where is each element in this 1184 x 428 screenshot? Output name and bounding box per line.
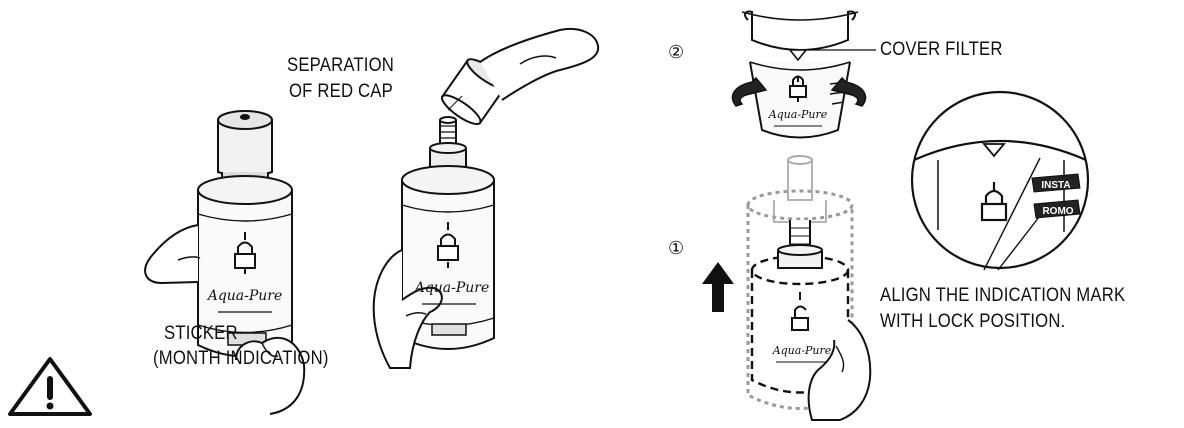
product-brand-text: Aqua-Pure <box>772 344 832 357</box>
product-brand-text: Aqua-Pure <box>206 288 283 304</box>
warning-triangle-icon <box>10 359 90 414</box>
sticker-label-line1: STICKER <box>164 322 238 345</box>
product-brand-text: Aqua-Pure <box>768 108 828 121</box>
figure-separate-red-cap <box>374 29 598 368</box>
install-tag-text: INSTA <box>1041 180 1070 191</box>
product-brand-text: Aqua-Pure <box>413 280 490 296</box>
remove-tag-text: ROMO <box>1042 206 1073 217</box>
align-label-line1: ALIGN THE INDICATION MARK <box>880 284 1125 307</box>
unlock-icon <box>792 307 808 331</box>
align-label-line2: WITH LOCK POSITION. <box>880 310 1065 333</box>
separation-label-line1: SEPARATION <box>287 54 394 77</box>
indication-triangle-icon <box>790 50 806 60</box>
cover-filter-label: COVER FILTER <box>880 38 1003 61</box>
figure-insert-filter <box>748 156 870 420</box>
step-one-marker: ① <box>668 238 684 259</box>
sticker-label-line2: (MONTH INDICATION) <box>153 347 329 370</box>
up-arrow-icon <box>702 262 734 312</box>
step-two-marker: ② <box>668 42 684 63</box>
separation-label-line2: OF RED CAP <box>289 80 393 103</box>
